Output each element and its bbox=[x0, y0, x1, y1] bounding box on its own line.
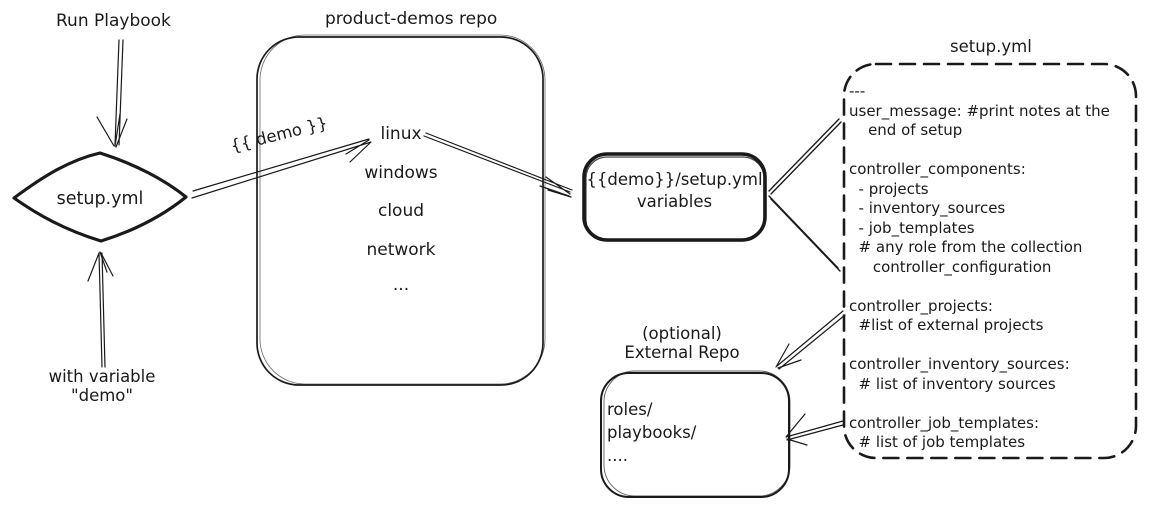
run-playbook-label: Run Playbook bbox=[56, 11, 171, 31]
run-playbook-arrow bbox=[96, 39, 128, 148]
repo-item-ellipsis: ... bbox=[392, 275, 410, 295]
projects-to-external-repo-arrow bbox=[775, 310, 846, 370]
variables-box-sketch bbox=[585, 156, 765, 242]
external-repo-box bbox=[600, 372, 790, 498]
variables-box-label: {{demo}}/setup.yml variables bbox=[586, 170, 763, 211]
with-variable-arrow bbox=[87, 251, 114, 368]
setup-yml-dashed-box bbox=[842, 62, 1138, 460]
product-demos-repo-title: product-demos repo bbox=[325, 9, 498, 29]
setup-yml-diamond-label: setup.yml bbox=[56, 189, 144, 209]
setup-yml-content: --- user_message: #print notes at the en… bbox=[849, 82, 1110, 451]
repo-item-network: network bbox=[366, 240, 436, 260]
linux-to-variables-arrow bbox=[423, 132, 573, 198]
repo-item-linux: linux bbox=[380, 124, 422, 144]
product-demos-repo-box bbox=[256, 36, 544, 386]
templates-to-external-repo-arrow bbox=[785, 413, 844, 446]
external-repo-content: roles/ playbooks/ .... bbox=[607, 400, 697, 465]
setup-yml-title: setup.yml bbox=[950, 37, 1032, 56]
setup-yml-diamond bbox=[12, 151, 188, 243]
with-variable-label: with variable "demo" bbox=[48, 367, 156, 405]
external-repo-box-sketch bbox=[603, 370, 791, 497]
product-demos-repo-box-sketch bbox=[259, 34, 546, 385]
repo-item-cloud: cloud bbox=[377, 201, 425, 221]
demo-arrow bbox=[191, 138, 372, 199]
repo-item-windows: windows bbox=[364, 163, 438, 183]
external-repo-caption: (optional) External Repo bbox=[624, 324, 740, 362]
variables-to-setup-lines bbox=[768, 118, 842, 272]
variables-box bbox=[582, 152, 767, 242]
